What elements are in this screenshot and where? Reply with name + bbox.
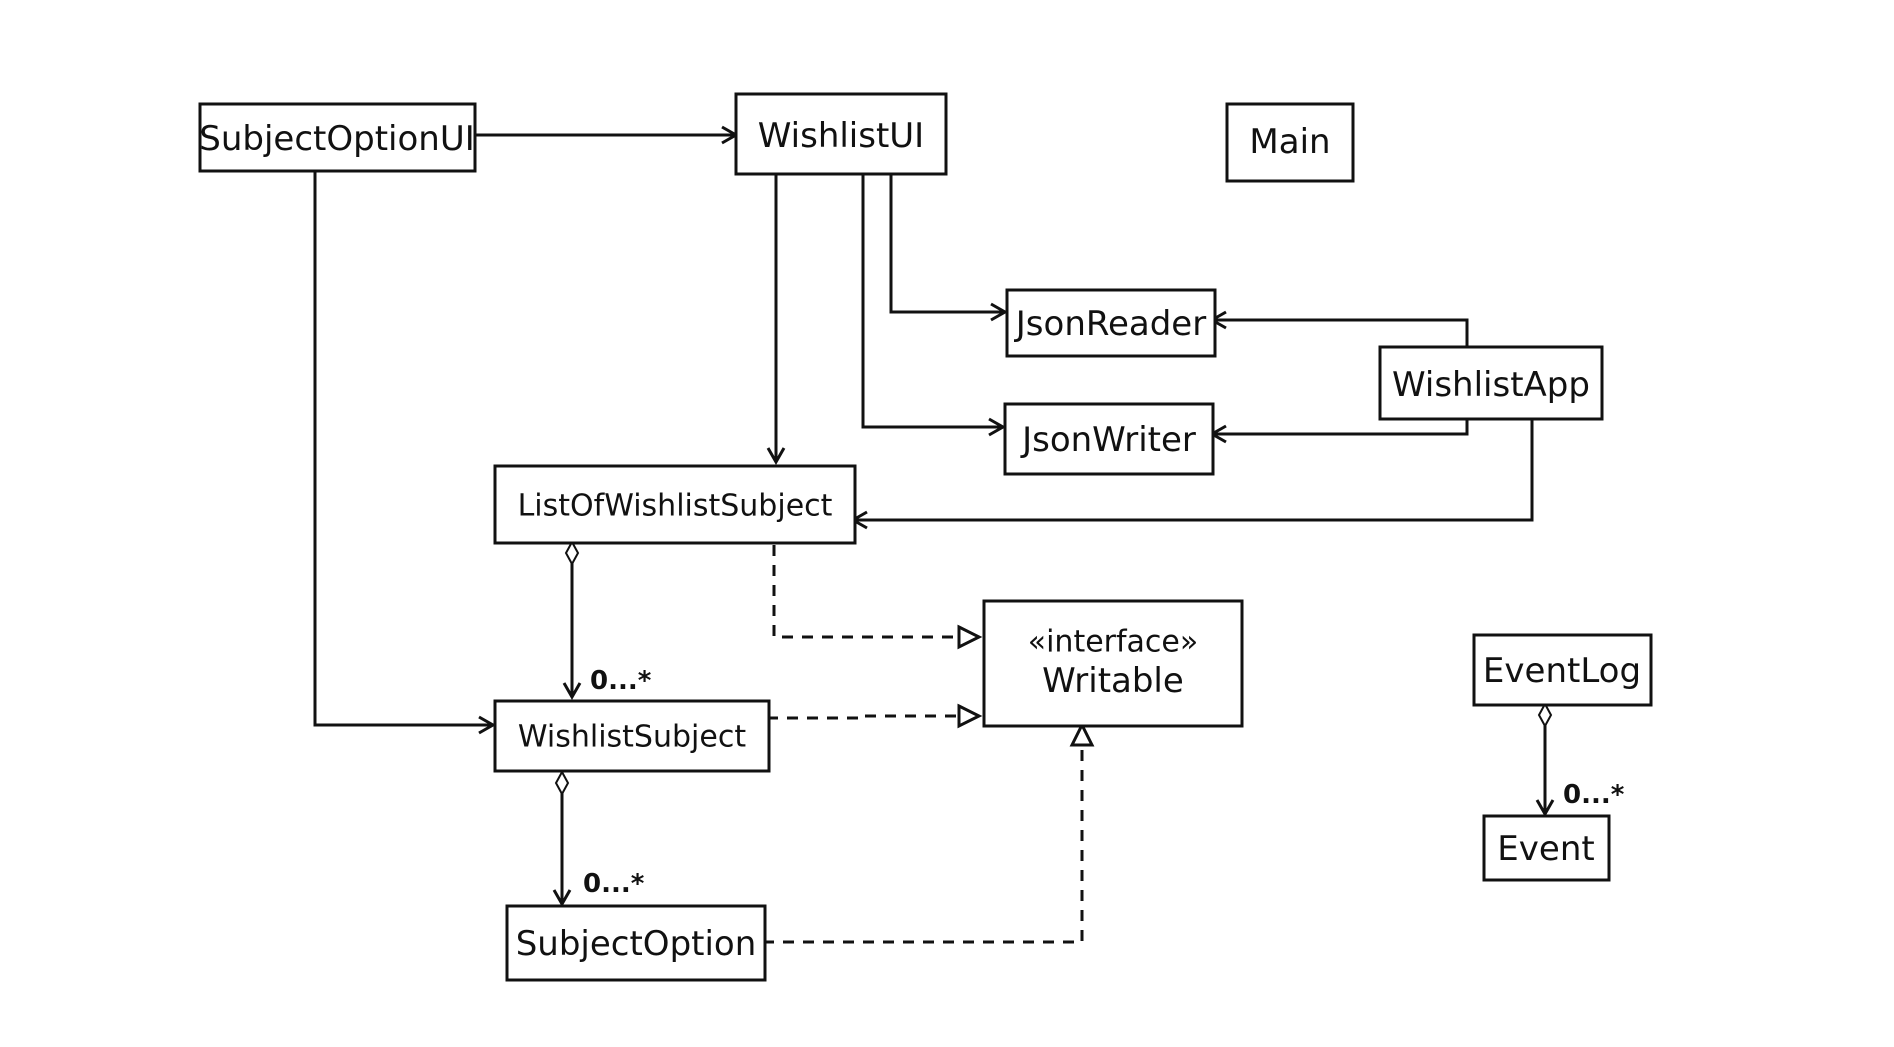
multiplicity-list-subject: 0...* [590, 666, 652, 696]
class-wishlistapp: WishlistApp [1378, 345, 1604, 421]
class-writable-stereotype: «interface» [1028, 625, 1199, 660]
class-writable-interface: «interface» Writable [982, 599, 1244, 728]
class-jsonwriter: JsonWriter [1003, 402, 1215, 476]
class-wishlistui-label: WishlistUI [758, 116, 924, 156]
class-main-label: Main [1249, 122, 1330, 162]
class-listofwishlistsubject: ListOfWishlistSubject [493, 464, 857, 545]
class-eventlog-label: EventLog [1483, 651, 1641, 691]
assoc-wishlistapp-jsonwriter [1208, 418, 1469, 444]
class-event: Event [1482, 814, 1611, 882]
realization-list-writable [772, 545, 983, 650]
class-jsonreader: JsonReader [1005, 288, 1217, 358]
realization-subject-writable [767, 703, 983, 729]
class-event-label: Event [1497, 829, 1594, 869]
multiplicities: 0...* 0...* 0...* [583, 666, 1625, 899]
assoc-wishlistapp-jsonreader [1208, 310, 1469, 347]
assoc-wishlistui-jsonreader [889, 174, 1009, 322]
assoc-subjectoptionui-wishlistsubject [313, 172, 497, 735]
class-wishlistsubject: WishlistSubject [493, 699, 771, 773]
class-listofwishlistsubject-label: ListOfWishlistSubject [518, 489, 833, 524]
class-main: Main [1225, 102, 1355, 183]
class-wishlistapp-label: WishlistApp [1392, 365, 1590, 405]
class-writable-label: Writable [1042, 661, 1184, 701]
assoc-wishlistui-jsonwriter [861, 174, 1007, 437]
class-wishlistsubject-label: WishlistSubject [518, 720, 746, 755]
class-jsonwriter-label: JsonWriter [1020, 420, 1196, 460]
assoc-wishlistapp-listofwishlistsubject [849, 418, 1534, 530]
connectors [313, 125, 1545, 944]
class-eventlog: EventLog [1472, 633, 1653, 707]
multiplicity-subject-option: 0...* [583, 869, 645, 899]
class-wishlistui: WishlistUI [734, 92, 948, 176]
class-subjectoptionui-label: SubjectOptionUI [199, 119, 475, 159]
class-subjectoption: SubjectOption [505, 904, 767, 982]
class-jsonreader-label: JsonReader [1014, 304, 1206, 344]
multiplicity-eventlog-event: 0...* [1563, 780, 1625, 810]
class-subjectoptionui: SubjectOptionUI [198, 102, 477, 173]
realization-option-writable [763, 721, 1095, 944]
class-subjectoption-label: SubjectOption [516, 924, 757, 964]
